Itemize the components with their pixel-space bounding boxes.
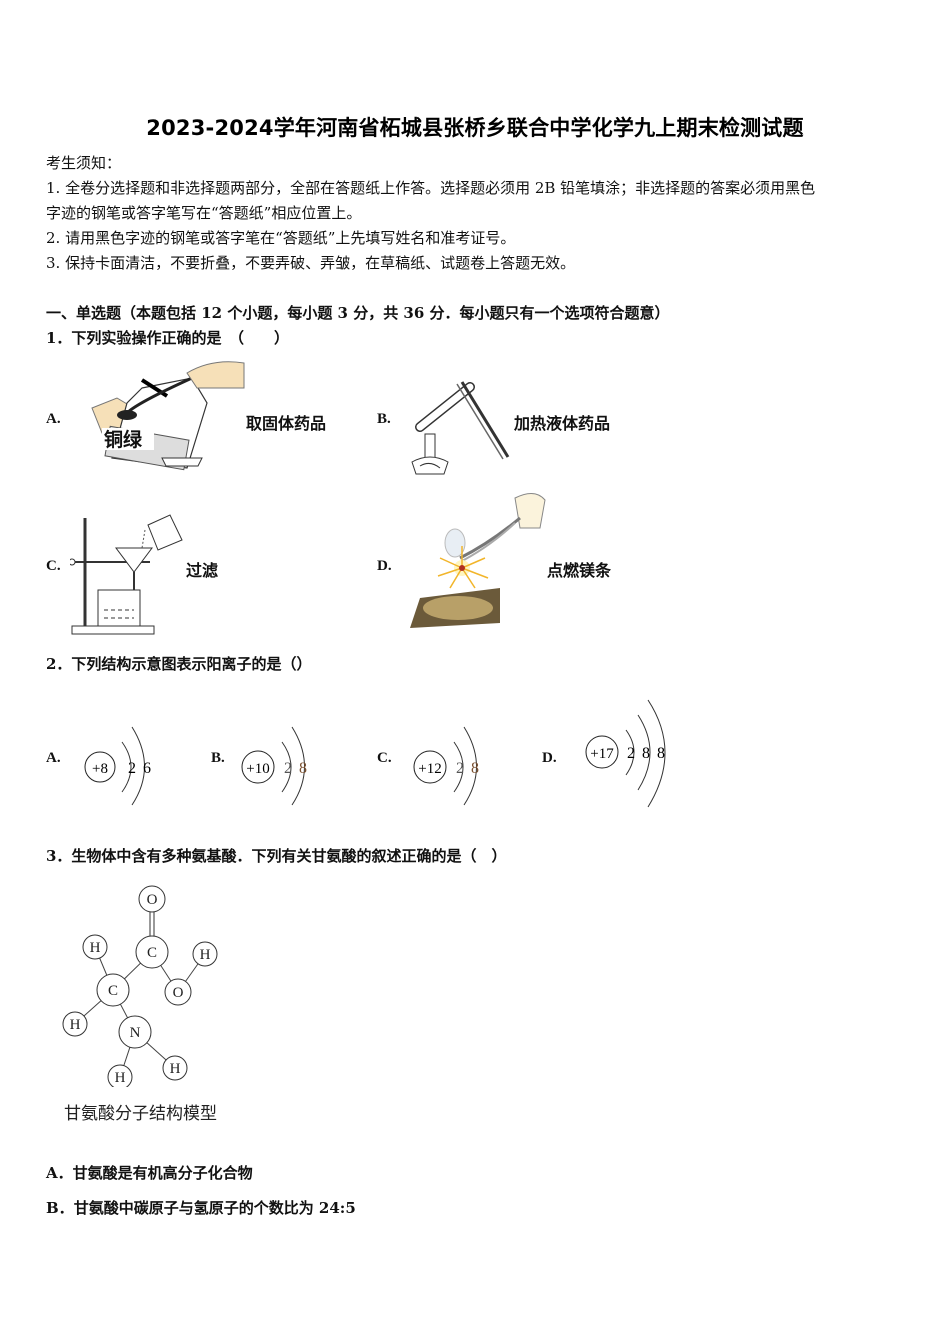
q1-option-c-letter: C. <box>46 558 61 574</box>
q2-option-a-letter: A. <box>46 750 61 766</box>
svg-text:N: N <box>130 1025 141 1041</box>
svg-text:6: 6 <box>143 760 151 777</box>
question-2-stem: 2．下列结构示意图表示阳离子的是（） <box>46 655 312 673</box>
q1-option-b-letter: B. <box>377 411 391 427</box>
q2-option-b-letter: B. <box>211 750 225 766</box>
notice-item-1: 1. 全卷分选择题和非选择题两部分，全部在答题纸上作答。选择题必须用 2B 铅笔… <box>46 179 816 197</box>
glycine-structure-model: O C H H C O H N H H <box>62 885 218 1087</box>
q1-option-b-caption: 加热液体药品 <box>514 414 611 433</box>
svg-text:8: 8 <box>299 760 307 777</box>
svg-text:+17: +17 <box>590 746 614 762</box>
notice-item-3: 3. 保持卡面清洁，不要折叠，不要弄破、弄皱，在草稿纸、试题卷上答题无效。 <box>46 254 576 272</box>
svg-text:+12: +12 <box>418 761 441 777</box>
svg-text:+10: +10 <box>246 761 269 777</box>
filtration-figure <box>70 514 183 635</box>
q2-option-d-letter: D. <box>542 750 557 766</box>
svg-text:H: H <box>115 1070 126 1086</box>
q3-option-b-text: 甘氨酸中碳原子与氢原子的个数比为 24:5 <box>73 1199 356 1217</box>
svg-text:O: O <box>173 985 184 1001</box>
svg-text:C: C <box>108 983 118 999</box>
notice-heading: 考生须知： <box>46 154 122 172</box>
notice-item-1-cont: 字迹的钢笔或答字笔写在“答题纸”相应位置上。 <box>46 204 362 222</box>
q1-option-a-caption: 取固体药品 <box>246 414 327 433</box>
heating-liquid-figure <box>411 381 510 475</box>
q2-option-c-letter: C. <box>377 750 392 766</box>
q3-option-a: A．甘氨酸是有机高分子化合物 <box>46 1162 253 1183</box>
q3-option-a-letter: A． <box>46 1164 73 1182</box>
svg-text:8: 8 <box>642 745 650 762</box>
svg-text:2: 2 <box>128 760 136 777</box>
svg-text:H: H <box>90 940 101 956</box>
svg-text:2: 2 <box>456 760 464 777</box>
glycine-figure-caption: 甘氨酸分子结构模型 <box>64 1104 217 1124</box>
solid-reagent-figure: 铜绿 <box>91 361 245 471</box>
question-1-stem: 1．下列实验操作正确的是 （ ） <box>46 329 289 347</box>
svg-text:2: 2 <box>627 745 635 762</box>
q1-option-c-caption: 过滤 <box>186 561 219 580</box>
section-heading: 一、单选题（本题包括 12 个小题，每小题 3 分，共 36 分．每小题只有一个… <box>46 304 670 322</box>
svg-text:8: 8 <box>471 760 479 777</box>
q3-option-b: B．甘氨酸中碳原子与氢原子的个数比为 24:5 <box>46 1197 356 1218</box>
svg-text:H: H <box>170 1061 181 1077</box>
q2-atom-diagram-a: +8 2 6 <box>84 726 151 806</box>
q3-option-b-letter: B． <box>46 1199 74 1217</box>
svg-text:2: 2 <box>284 760 292 777</box>
q1-option-d-caption: 点燃镁条 <box>547 561 612 580</box>
q2-atom-diagram-b: +10 2 8 <box>241 726 307 806</box>
document-title: 2023-2024学年河南省柘城县张桥乡联合中学化学九上期末检测试题 <box>146 116 804 140</box>
q2-atom-diagram-d: +17 2 8 8 <box>585 699 666 808</box>
q1-option-a-letter: A. <box>46 411 61 427</box>
svg-text:H: H <box>70 1017 81 1033</box>
igniting-magnesium-figure <box>410 493 546 628</box>
bottle-label: 铜绿 <box>104 428 143 451</box>
q3-option-a-text: 甘氨酸是有机高分子化合物 <box>72 1164 253 1182</box>
q2-atom-diagram-c: +12 2 8 <box>413 726 479 806</box>
svg-text:8: 8 <box>657 745 665 762</box>
svg-text:H: H <box>200 947 211 963</box>
q1-option-d-letter: D. <box>377 558 392 574</box>
notice-item-2: 2. 请用黑色字迹的钢笔或答字笔在“答题纸”上先填写姓名和准考证号。 <box>46 229 516 247</box>
svg-text:C: C <box>147 945 157 961</box>
question-3-stem: 3．生物体中含有多种氨基酸．下列有关甘氨酸的叙述正确的是（ ） <box>46 847 507 865</box>
svg-text:+8: +8 <box>92 761 108 777</box>
svg-text:O: O <box>147 892 158 908</box>
